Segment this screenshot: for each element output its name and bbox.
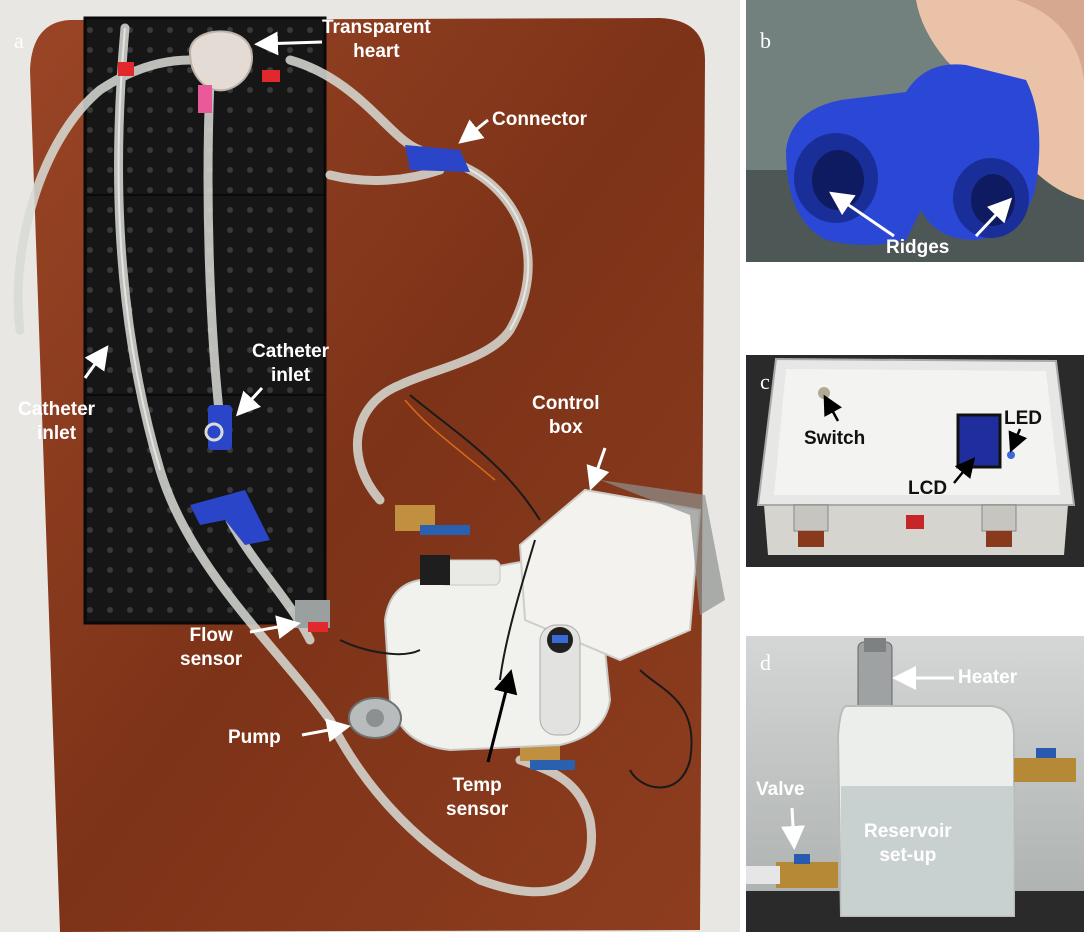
connector-y — [190, 490, 270, 545]
arrow-ridge-right — [974, 197, 1013, 238]
arrow-ridge-left — [829, 191, 895, 238]
label-control-box: Control box — [532, 393, 600, 438]
control-box — [518, 488, 702, 662]
panel-a-photo: a Transparent heart Connector Catheter i… — [0, 0, 740, 932]
panel-b-photo: b Ridges — [746, 0, 1084, 262]
arrow-pump — [301, 718, 351, 743]
label-catheter-inlet-center: Catheter inlet — [252, 341, 330, 386]
panel-d-scene — [746, 636, 1084, 932]
arrow-valve — [781, 807, 805, 850]
arrow-lcd — [953, 457, 976, 484]
arrow-led — [1008, 428, 1028, 453]
arrow-connector — [458, 118, 489, 144]
panel-a-scene — [13, 16, 725, 932]
arrow-temp-sensor — [486, 669, 518, 763]
panel-letter-c: c — [760, 369, 770, 394]
valve-right — [1014, 758, 1076, 782]
label-connector: Connector — [492, 109, 587, 130]
panel-letter-b: b — [760, 28, 771, 53]
lcd-screen — [956, 413, 1002, 469]
label-temp-sensor: Temp sensor — [446, 775, 509, 820]
panel-d-photo: d Heater Valve Reservoir set-up — [746, 636, 1084, 932]
power-switch — [818, 387, 830, 399]
led-light — [1007, 451, 1015, 459]
heater — [857, 641, 893, 713]
label-led: LED — [1004, 408, 1042, 429]
label-pump: Pump — [228, 727, 281, 748]
panel-b-scene — [746, 0, 1084, 262]
label-flow-sensor: Flow sensor — [180, 625, 243, 670]
connector-top-right — [405, 145, 470, 172]
arrow-catheter-left — [83, 345, 109, 379]
label-valve: Valve — [756, 779, 805, 800]
label-catheter-inlet-left: Catheter inlet — [18, 399, 96, 444]
label-ridges: Ridges — [886, 237, 950, 258]
panel-letter-a: a — [14, 28, 24, 53]
panel-c-scene — [746, 355, 1084, 567]
panel-c-photo: c Switch LED LCD — [746, 355, 1084, 567]
arrow-control-box — [586, 447, 610, 491]
label-switch: Switch — [804, 428, 866, 449]
arrow-flow-sensor — [249, 615, 301, 639]
label-reservoir: Reservoir set-up — [864, 821, 952, 866]
label-transparent-heart: Transparent heart — [322, 17, 431, 62]
label-lcd: LCD — [908, 478, 948, 499]
valve-left — [776, 862, 838, 888]
arrow-heart — [254, 31, 323, 56]
heater-probe — [539, 624, 581, 736]
arrow-catheter-center — [235, 386, 264, 417]
transparent-heart — [188, 30, 254, 92]
label-heater: Heater — [958, 667, 1018, 688]
panel-letter-d: d — [760, 650, 771, 675]
arrow-switch — [823, 394, 842, 422]
